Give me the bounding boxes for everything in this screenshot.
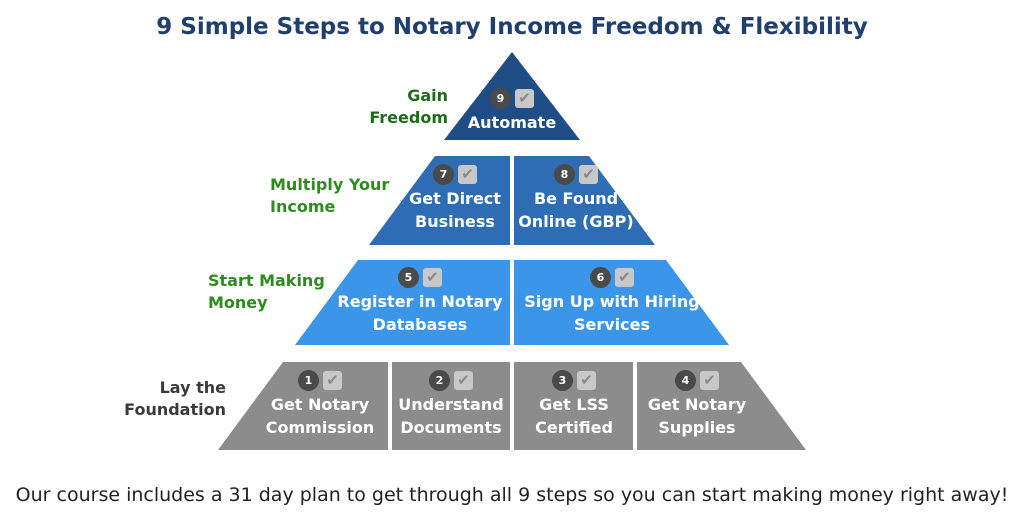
step-text: Automate (467, 113, 557, 132)
checkbox-icon: ✔ (323, 370, 342, 390)
step-number-badge: 2 (429, 369, 450, 391)
step-1: 1✔ Get Notary Commission (262, 368, 378, 439)
step-4: 4✔ Get Notary Supplies (640, 368, 754, 439)
step-number-badge: 3 (552, 369, 573, 391)
checkbox-icon: ✔ (454, 370, 473, 390)
checkbox-icon: ✔ (423, 267, 442, 287)
diagram-title: 9 Simple Steps to Notary Income Freedom … (156, 14, 868, 40)
step-3: 3✔ Get LSS Certified (524, 368, 624, 439)
step-8-shape (514, 156, 655, 245)
step-number-badge: 4 (675, 369, 696, 391)
checkbox-icon: ✔ (458, 164, 477, 184)
step-text: Understand Documents (398, 395, 504, 437)
checkbox-icon: ✔ (700, 370, 719, 390)
step-text: Get Direct Business (409, 189, 501, 231)
step-2-shape (392, 362, 510, 450)
step-number-badge: 5 (398, 266, 419, 288)
step-number-badge: 9 (490, 87, 511, 109)
step-text: Get Notary Commission (265, 395, 375, 437)
step-6-shape (514, 260, 729, 345)
step-text: Be Found Online (GBP) (518, 189, 634, 231)
step-8: 8✔ Be Found Online (GBP) (514, 162, 638, 233)
step-9: 9✔ Automate (462, 86, 562, 134)
tier-9-shape (444, 52, 580, 140)
step-6: 6✔ Sign Up with Hiring Services (522, 265, 702, 336)
step-text: Sign Up with Hiring Services (524, 292, 700, 334)
step-number-badge: 1 (298, 369, 319, 391)
checkbox-icon: ✔ (515, 88, 534, 108)
step-number-badge: 6 (590, 266, 611, 288)
tier-label-start-making-money: Start Making Money (208, 271, 325, 312)
step-text: Register in Notary Databases (337, 292, 503, 334)
checkbox-icon: ✔ (577, 370, 596, 390)
step-text: Get LSS Certified (535, 395, 613, 437)
step-2: 2✔ Understand Documents (392, 368, 510, 439)
step-1-shape (218, 362, 388, 450)
tier-label-gain-freedom: Gain Freedom (369, 86, 448, 127)
step-5-shape (295, 260, 510, 345)
step-text: Get Notary Supplies (647, 395, 747, 437)
checkbox-icon: ✔ (579, 164, 598, 184)
step-3-shape (514, 362, 633, 450)
step-number-badge: 8 (554, 163, 575, 185)
checkbox-icon: ✔ (615, 267, 634, 287)
tier-label-lay-foundation: Lay the Foundation (124, 378, 226, 419)
step-number-badge: 7 (433, 163, 454, 185)
tier-label-multiply-income: Multiply Your Income (270, 175, 390, 216)
step-7: 7✔ Get Direct Business (400, 162, 510, 233)
step-5: 5✔ Register in Notary Databases (330, 265, 510, 336)
footer-caption: Our course includes a 31 day plan to get… (15, 484, 1009, 506)
